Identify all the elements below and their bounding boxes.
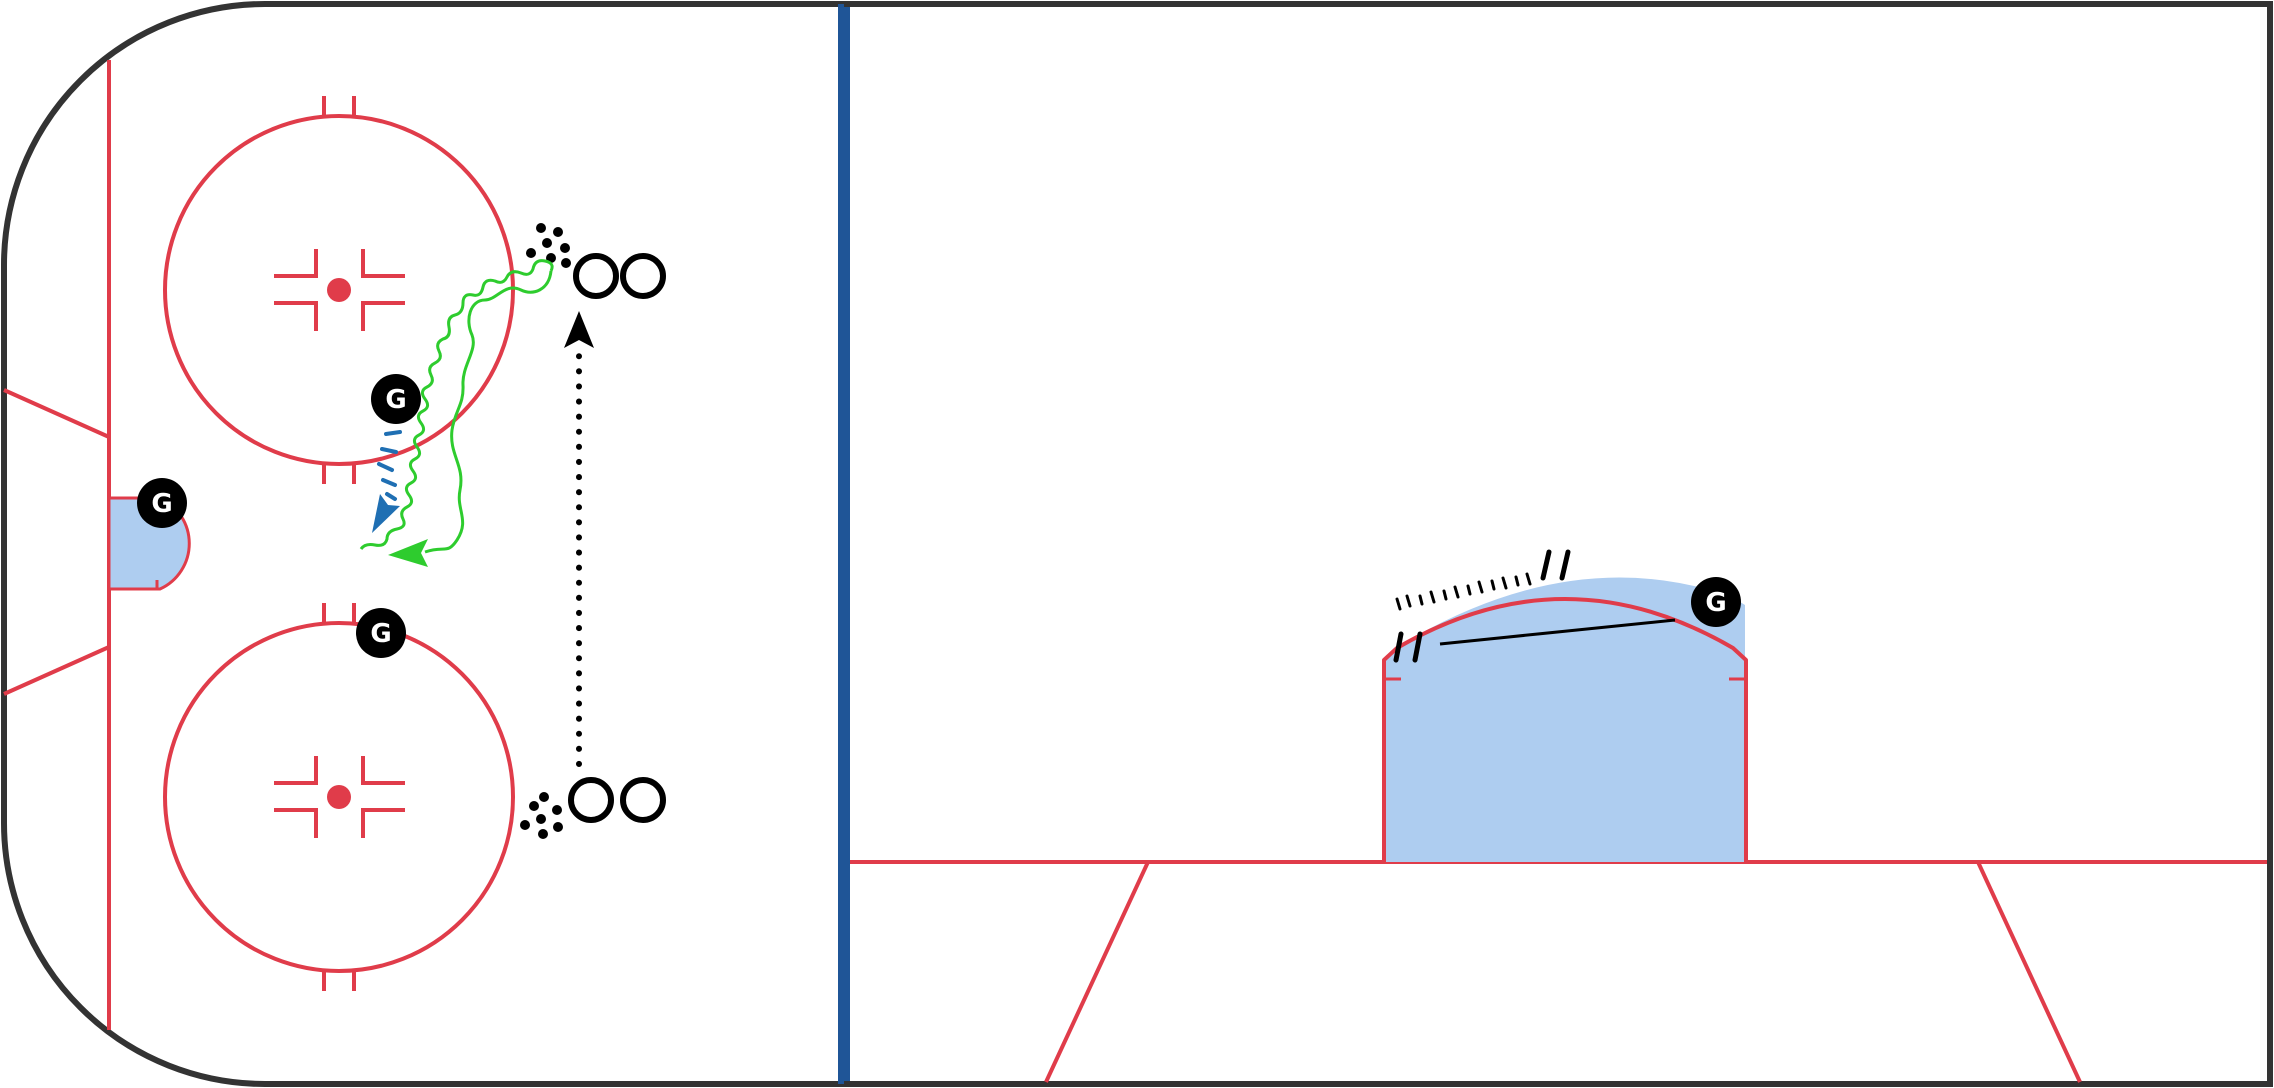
puck-dot-icon <box>539 792 549 802</box>
faceoff-dot-bottom <box>327 785 351 809</box>
pylon-circle-icon <box>568 777 614 823</box>
player-group-bottom <box>568 777 666 823</box>
stop-marks-left <box>1393 631 1423 663</box>
puck-dot-icon <box>536 223 546 233</box>
puck-dot-icon <box>552 805 562 815</box>
goalie-token-icon <box>1691 577 1741 627</box>
pylon-circle-icon <box>620 777 666 823</box>
puck-dot-icon <box>542 238 552 248</box>
faceoff-dot-top <box>327 278 351 302</box>
puck-dot-icon <box>520 820 530 830</box>
arrow-head-icon <box>388 539 428 567</box>
puck-dot-icon <box>526 248 536 258</box>
puck-dot-icon <box>529 801 539 811</box>
blue-line-divider <box>838 4 850 1084</box>
right-frame <box>844 1 2273 1087</box>
goalie-token-icon <box>137 478 187 528</box>
puck-pile-top <box>526 223 571 268</box>
trapezoid-top <box>3 388 110 439</box>
left-rink-panel: G G G <box>1 1 844 1087</box>
goalie-movement-hashes <box>1395 572 1532 611</box>
trapezoid-bottom <box>3 645 110 696</box>
puck-dot-icon <box>553 227 563 237</box>
skater-path-wavy-detail <box>359 259 554 550</box>
goalie-token-icon <box>371 374 421 424</box>
goalie-path-dashed <box>377 430 402 501</box>
right-crease-panel: G <box>844 1 2273 1087</box>
goalie-token-net: G <box>137 478 187 528</box>
stop-marks-top <box>1540 549 1571 581</box>
skater-path-wavy <box>424 270 553 554</box>
goalie-track-line <box>1439 618 1676 646</box>
puck-dot-icon <box>553 822 563 832</box>
goalie-token-bottom: G <box>356 608 406 658</box>
player-group-top <box>573 253 666 299</box>
puck-pile-bottom <box>520 792 563 839</box>
goalie-token-icon <box>356 608 406 658</box>
faceoff-circle-bottom <box>163 603 515 991</box>
pylon-circle-icon <box>620 253 666 299</box>
svg-text:G: G <box>370 619 391 649</box>
svg-text:G: G <box>1705 588 1726 618</box>
svg-text:G: G <box>385 385 406 415</box>
puck-dot-icon <box>538 829 548 839</box>
svg-text:G: G <box>151 489 172 519</box>
crease-arc <box>1382 597 1748 862</box>
pylon-circle-icon <box>573 253 619 299</box>
arrow-head-icon <box>564 311 594 348</box>
trapezoid-left <box>1044 861 1150 1083</box>
puck-dot-icon <box>536 814 546 824</box>
puck-dot-icon <box>560 243 570 253</box>
puck-dot-icon <box>561 258 571 268</box>
goalie-token-closeup: G <box>1691 577 1741 627</box>
arrow-head-icon <box>372 494 400 533</box>
faceoff-circle-top <box>163 96 515 484</box>
goalie-token-top: G <box>371 374 421 424</box>
left-boards <box>1 1 844 1087</box>
trapezoid-right <box>1976 861 2082 1083</box>
